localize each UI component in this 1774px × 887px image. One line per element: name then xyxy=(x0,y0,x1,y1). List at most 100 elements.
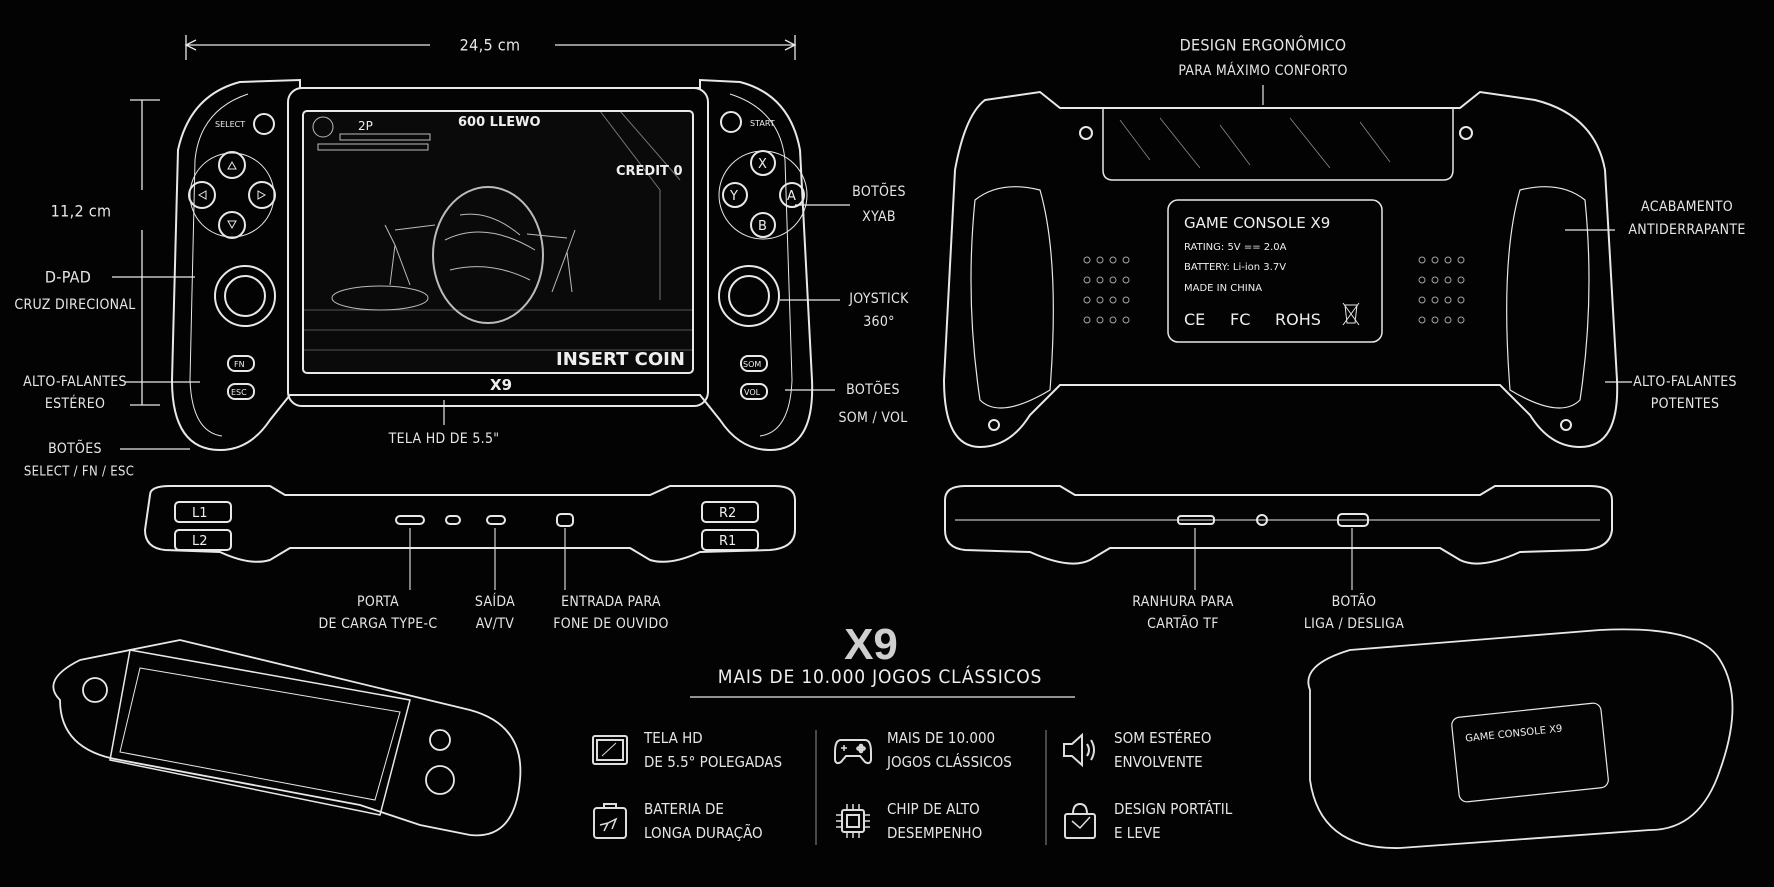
face-buttons[interactable]: X Y A B xyxy=(718,150,808,240)
rating-plate xyxy=(1167,199,1383,343)
plate-battery: BATTERY: Li-ion 3.7V xyxy=(1184,262,1286,273)
back-console: GAME CONSOLE X9 RATING: 5V == 2.0A BATTE… xyxy=(942,90,1619,449)
callout-dpad-title: D-PAD xyxy=(44,267,92,287)
height-dimension xyxy=(130,99,160,406)
select-label: SELECT xyxy=(215,120,245,129)
select-button[interactable] xyxy=(253,113,275,135)
cert-ce: CE xyxy=(1184,310,1205,329)
plate-title: GAME CONSOLE X9 xyxy=(1184,214,1330,232)
game-insert-coin: INSERT COIN xyxy=(556,349,685,370)
tablet-icon xyxy=(592,735,628,765)
perspective-plate-title: GAME CONSOLE X9 xyxy=(1465,724,1563,745)
feature-line: DE 5.5° POLEGADAS xyxy=(644,753,783,771)
weee-icon xyxy=(1342,302,1360,326)
speaker-grille-right xyxy=(1418,256,1465,324)
r2-label: R2 xyxy=(719,506,736,521)
vol-button[interactable]: VOL xyxy=(740,383,768,400)
av-port xyxy=(445,515,461,525)
feature-line: JOGOS CLÁSSICOS xyxy=(887,753,1012,771)
power-button[interactable] xyxy=(1337,513,1369,527)
port-callout-lines xyxy=(409,528,1353,590)
feature-line: MAIS DE 10.000 xyxy=(887,729,996,747)
game-screen-art xyxy=(303,110,693,351)
plate-rating: RATING: 5V == 2.0A xyxy=(1184,242,1287,253)
r1-label: R1 xyxy=(719,534,736,549)
port-usbc-sub: DE CARGA TYPE-C xyxy=(318,616,438,632)
callout-dpad-sub: CRUZ DIRECIONAL xyxy=(14,297,136,313)
feature-line: TELA HD xyxy=(644,729,703,747)
game-credit: CREDIT 0 xyxy=(616,164,683,179)
power-sub: LIGA / DESLIGA xyxy=(1303,616,1405,632)
battery-icon xyxy=(593,803,627,839)
feature-line: DESIGN PORTÁTIL xyxy=(1114,800,1233,818)
button-a[interactable]: A xyxy=(787,189,796,204)
button-y[interactable]: Y xyxy=(729,189,738,204)
port-tf-sub: CARTÃO TF xyxy=(1147,616,1219,632)
headphone-jack xyxy=(556,513,574,527)
front-side-view: L1 L2 R2 R1 xyxy=(143,485,796,563)
callout-speakers-sub: ESTÉREO xyxy=(44,396,106,412)
start-button[interactable] xyxy=(720,111,742,133)
power-title: BOTÃO xyxy=(1331,594,1377,610)
svg-text:VOL: VOL xyxy=(744,388,761,397)
back-callout-lines xyxy=(1262,85,1632,383)
left-joystick[interactable] xyxy=(214,265,276,327)
perspective-back-view: GAME CONSOLE X9 xyxy=(1307,628,1734,849)
callout-speakers-title: ALTO-FALANTES xyxy=(23,374,127,390)
ergonomic-sub: PARA MÁXIMO CONFORTO xyxy=(1178,63,1348,79)
port-usbc-title: PORTA xyxy=(357,594,399,610)
ergonomic-title: DESIGN ERGONÔMICO xyxy=(1179,35,1347,55)
hero-title: X9 xyxy=(844,620,898,669)
front-console: 2P 600 LLEWO CREDIT 0 INSERT COIN X9 SEL… xyxy=(170,78,814,452)
l2-label: L2 xyxy=(192,534,208,549)
svg-text:ESC: ESC xyxy=(231,388,247,397)
button-x[interactable]: X xyxy=(758,157,767,172)
callout-grip-sub: ANTIDERRAPANTE xyxy=(1628,222,1746,238)
tf-card-slot xyxy=(1177,515,1215,525)
cert-rohs: ROHS xyxy=(1275,310,1321,329)
som-button[interactable]: SOM xyxy=(740,355,768,372)
front-brand: X9 xyxy=(490,376,512,394)
hero-subtitle: MAIS DE 10.000 JOGOS CLÁSSICOS xyxy=(717,666,1043,688)
width-dimension xyxy=(184,35,797,60)
esc-button[interactable]: ESC xyxy=(227,383,255,400)
speaker-grille-left xyxy=(1083,256,1130,324)
fn-button[interactable]: FN xyxy=(227,355,255,372)
feature-line: ENVOLVENTE xyxy=(1114,753,1203,771)
callout-joystick-title: JOYSTICK xyxy=(849,291,909,307)
feature-portable: DESIGN PORTÁTIL E LEVE xyxy=(1060,797,1232,845)
bag-icon xyxy=(1064,802,1096,839)
speaker-icon xyxy=(1063,732,1095,768)
plate-made: MADE IN CHINA xyxy=(1184,283,1262,294)
feature-chip: CHIP DE ALTO DESEMPENHO xyxy=(833,797,982,845)
start-label: START xyxy=(750,119,775,128)
feature-line: DESEMPENHO xyxy=(887,824,983,842)
front-callout-lines xyxy=(112,204,850,450)
callout-xyab-title: BOTÕES xyxy=(852,184,906,200)
callout-somvol-sub: SOM / VOL xyxy=(838,410,908,426)
back-side-view xyxy=(944,485,1613,565)
right-joystick[interactable] xyxy=(718,265,780,327)
callout-select-sub: SELECT / FN / ESC xyxy=(23,464,135,480)
dpad[interactable] xyxy=(188,151,276,239)
callout-joystick-sub: 360° xyxy=(863,314,895,330)
l1-label: L1 xyxy=(192,506,208,521)
callout-somvol-title: BOTÕES xyxy=(846,382,900,398)
callout-back-speakers-title: ALTO-FALANTES xyxy=(1633,374,1737,390)
feature-line: CHIP DE ALTO xyxy=(887,800,980,818)
button-b[interactable]: B xyxy=(758,219,767,234)
usb-c-port xyxy=(395,515,425,525)
callout-back-speakers-sub: POTENTES xyxy=(1650,396,1720,412)
port-tf-title: RANHURA PARA xyxy=(1132,594,1234,610)
width-label: 24,5 cm xyxy=(459,35,521,55)
game-score: 600 LLEWO xyxy=(458,115,541,130)
port-av-sub: AV/TV xyxy=(475,616,515,632)
feature-line: E LEVE xyxy=(1114,824,1161,842)
callout-grip-title: ACABAMENTO xyxy=(1641,199,1733,215)
game-player: 2P xyxy=(358,119,373,133)
gamepad-icon xyxy=(834,739,872,765)
svg-text:FN: FN xyxy=(234,360,245,369)
